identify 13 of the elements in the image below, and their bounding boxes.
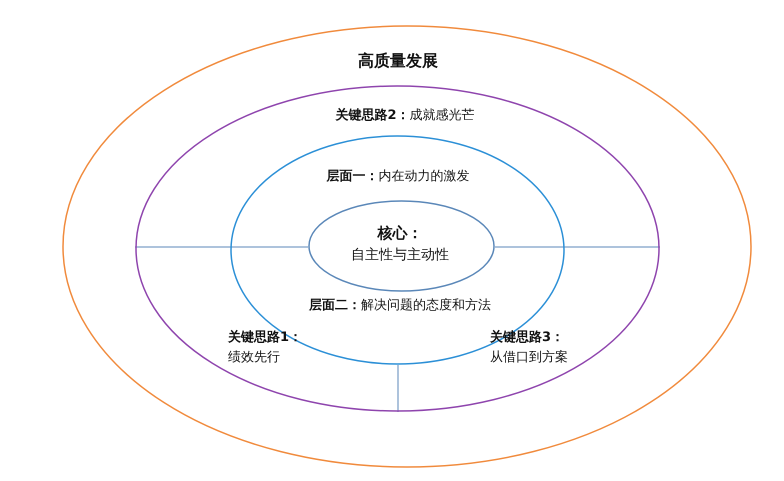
region-label: 关键思路1： — [228, 330, 302, 346]
region-label: 高质量发展 — [358, 51, 438, 71]
ellipse-region — [308, 200, 495, 292]
region-label: 绩效先行 — [228, 350, 280, 366]
region-label: 层面一：内在动力的激发 — [326, 169, 470, 186]
region-label: 从借口到方案 — [490, 350, 568, 366]
region-label: 自主性与主动性 — [351, 247, 449, 264]
region-label: 关键思路2：成就感光芒 — [335, 108, 475, 124]
region-label: 层面二：解决问题的态度和方法 — [309, 298, 491, 314]
region-label: 核心： — [378, 224, 422, 243]
ellipse-region — [135, 85, 660, 412]
region-label: 关键思路3： — [490, 330, 564, 346]
ellipse-region — [62, 25, 752, 468]
